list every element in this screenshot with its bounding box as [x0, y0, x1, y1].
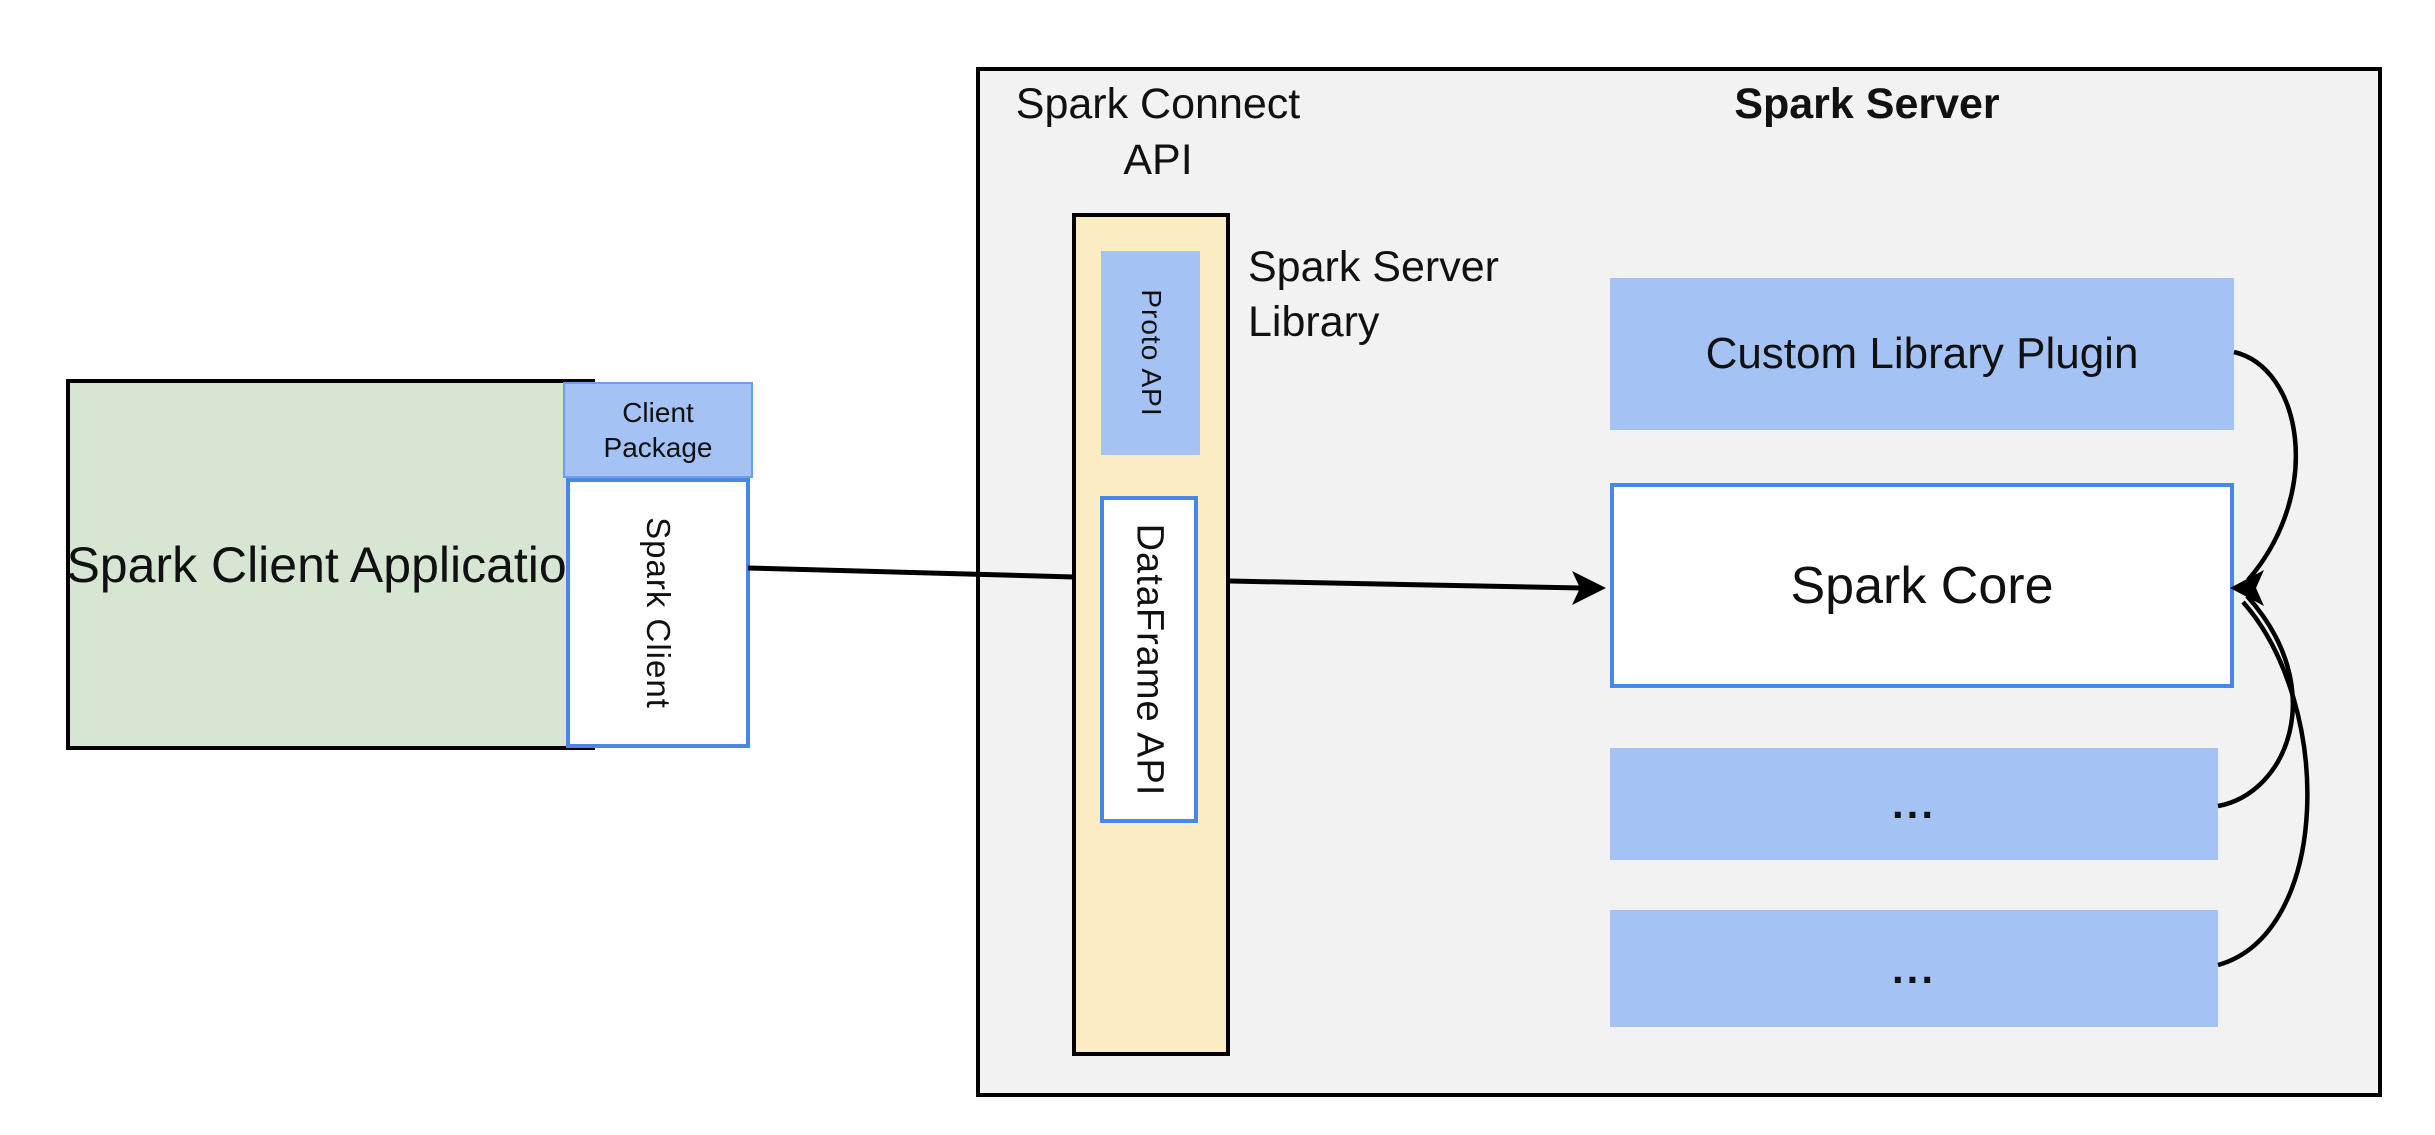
plugin-row-1: ...	[1610, 748, 2218, 860]
dataframe-api-box: DataFrame API	[1100, 496, 1198, 823]
proto-api-box: Proto API	[1101, 251, 1200, 455]
spark-client-label: Spark Client	[640, 517, 677, 709]
spark-core-box: Spark Core	[1610, 483, 2234, 688]
client-package-box: Client Package	[563, 382, 753, 478]
spark-server-title: Spark Server	[1734, 80, 2000, 128]
spark-server-library-label: Spark Server Library	[1248, 243, 1499, 346]
plugin-row-2: ...	[1610, 910, 2218, 1027]
custom-library-plugin-box: Custom Library Plugin	[1610, 278, 2234, 430]
proto-api-label: Proto API	[1135, 289, 1167, 417]
dataframe-api-label: DataFrame API	[1128, 523, 1171, 796]
spark-client-box: Spark Client	[566, 478, 750, 748]
spark-client-application-box	[66, 379, 595, 750]
spark-connect-api-title: Spark Connect API	[1015, 80, 1301, 184]
spark-client-application-label: Spark Client Application	[66, 536, 595, 593]
